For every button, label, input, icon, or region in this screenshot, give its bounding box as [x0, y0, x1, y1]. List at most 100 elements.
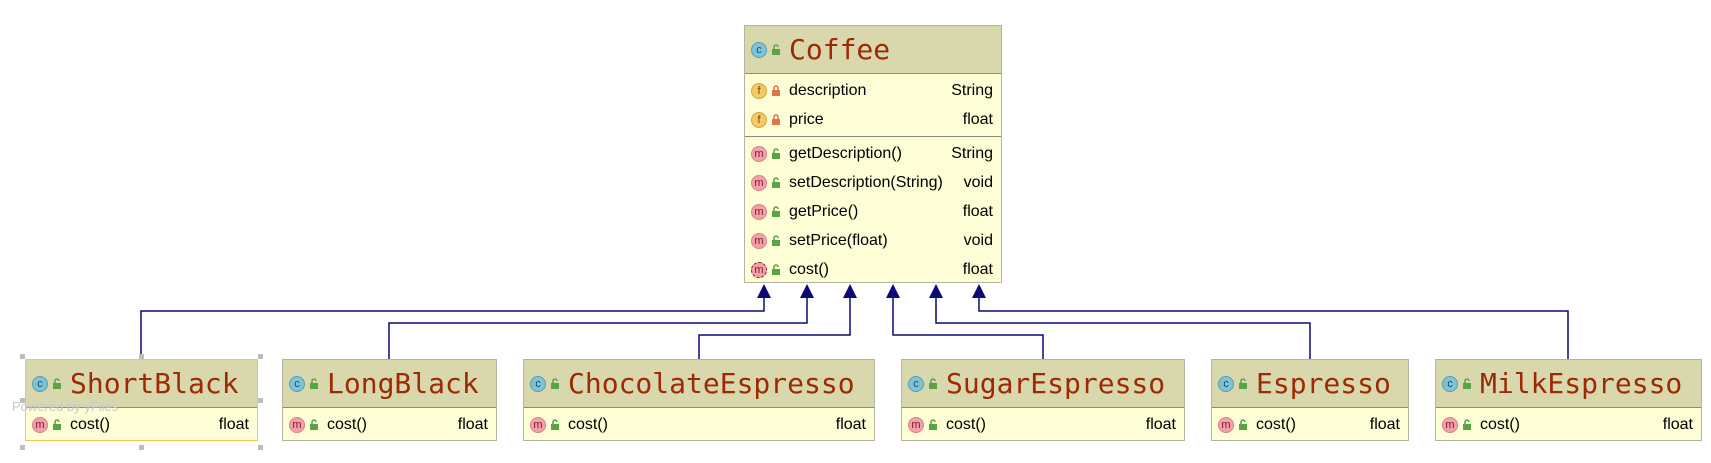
method-row[interactable]: m setPrice(float) void	[745, 226, 1001, 255]
method-type: float	[1145, 415, 1176, 433]
class-header: c Coffee	[745, 26, 1001, 74]
public-icon	[53, 378, 61, 389]
selection-handle[interactable]	[258, 354, 263, 359]
class-icon: c	[289, 375, 305, 392]
selection-handle[interactable]	[20, 445, 25, 450]
inheritance-arrowhead	[929, 284, 943, 298]
method-type: String	[951, 144, 993, 162]
methods-section: m cost() float	[1436, 408, 1701, 441]
class-icon: c	[908, 375, 924, 392]
selection-handle[interactable]	[139, 354, 144, 359]
selection-handle[interactable]	[20, 398, 25, 403]
method-type: float	[962, 260, 993, 278]
inheritance-arrowhead	[757, 284, 771, 298]
selection-handle[interactable]	[139, 445, 144, 450]
method-row[interactable]: m cost() float	[283, 410, 496, 439]
selection-handle[interactable]	[20, 354, 25, 359]
public-icon	[53, 419, 61, 430]
field-row[interactable]: f description String	[745, 76, 1001, 105]
methods-section: m cost() float	[902, 408, 1184, 441]
class-header: c SugarEspresso	[902, 360, 1184, 408]
class-coffee[interactable]: c Coffee f description String f price fl…	[744, 25, 1002, 283]
class-icon: c	[1218, 375, 1234, 392]
class-header: c LongBlack	[283, 360, 496, 408]
method-name: cost()	[70, 415, 110, 433]
public-icon	[772, 206, 780, 217]
class-header: c ChocolateEspresso	[524, 360, 874, 408]
private-lock-icon	[772, 114, 780, 125]
method-icon: m	[751, 232, 767, 249]
class-name: MilkEspresso	[1480, 367, 1683, 400]
method-name: cost()	[327, 415, 367, 433]
method-icon: m	[751, 174, 767, 191]
class-chocolateespresso[interactable]: c ChocolateEspresso m cost() float	[523, 359, 875, 441]
method-row[interactable]: m cost() float	[745, 255, 1001, 284]
inheritance-line[interactable]	[892, 296, 1044, 359]
methods-section: m getDescription() String m setDescripti…	[745, 137, 1001, 286]
public-icon	[772, 177, 780, 188]
class-header: c ShortBlack	[26, 360, 257, 408]
class-name: Espresso	[1256, 367, 1391, 400]
methods-section: m cost() float	[283, 408, 496, 441]
field-icon: f	[751, 111, 767, 128]
method-icon: m	[751, 203, 767, 220]
selection-handle[interactable]	[258, 398, 263, 403]
field-type: String	[951, 81, 993, 99]
method-row[interactable]: m cost() float	[902, 410, 1184, 439]
class-milkespresso[interactable]: c MilkEspresso m cost() float	[1435, 359, 1702, 441]
method-row[interactable]: m cost() float	[1212, 410, 1408, 439]
method-row[interactable]: m cost() float	[26, 410, 257, 439]
public-icon	[1239, 419, 1247, 430]
method-type: float	[457, 415, 488, 433]
method-name: cost()	[568, 415, 608, 433]
method-icon: m	[1218, 416, 1234, 433]
inheritance-line[interactable]	[935, 296, 1311, 359]
class-longblack[interactable]: c LongBlack m cost() float	[282, 359, 497, 441]
method-type: float	[835, 415, 866, 433]
class-name: SugarEspresso	[946, 367, 1166, 400]
inheritance-line[interactable]	[388, 296, 808, 359]
class-shortblack[interactable]: c ShortBlack m cost() float	[25, 359, 258, 441]
inheritance-line[interactable]	[140, 296, 765, 359]
field-icon: f	[751, 82, 767, 99]
class-name: Coffee	[789, 33, 891, 66]
inheritance-arrowhead	[972, 284, 986, 298]
inheritance-arrowhead	[843, 284, 857, 298]
public-icon	[929, 378, 937, 389]
method-type: float	[1369, 415, 1400, 433]
method-icon: m	[908, 416, 924, 433]
method-row[interactable]: m getDescription() String	[745, 139, 1001, 168]
method-icon: m	[530, 416, 546, 433]
method-type: void	[963, 231, 993, 249]
method-row[interactable]: m cost() float	[1436, 410, 1701, 439]
public-icon	[551, 378, 559, 389]
class-name: ChocolateEspresso	[568, 367, 855, 400]
method-icon: m	[751, 145, 767, 162]
field-type: float	[962, 110, 993, 128]
abstract-method-icon: m	[751, 261, 767, 278]
public-icon	[1463, 378, 1471, 389]
method-icon: m	[1442, 416, 1458, 433]
methods-section: m cost() float	[524, 408, 874, 441]
class-header: c Espresso	[1212, 360, 1408, 408]
method-row[interactable]: m setDescription(String) void	[745, 168, 1001, 197]
field-name: price	[789, 110, 824, 128]
selection-handle[interactable]	[258, 445, 263, 450]
methods-section: m cost() float	[1212, 408, 1408, 441]
method-row[interactable]: m getPrice() float	[745, 197, 1001, 226]
inheritance-line[interactable]	[698, 296, 851, 359]
public-icon	[772, 44, 780, 55]
class-name: ShortBlack	[70, 367, 239, 400]
class-icon: c	[530, 375, 546, 392]
class-header: c MilkEspresso	[1436, 360, 1701, 408]
inheritance-line[interactable]	[978, 296, 1569, 359]
method-icon: m	[289, 416, 305, 433]
class-espresso[interactable]: c Espresso m cost() float	[1211, 359, 1409, 441]
class-sugarespresso[interactable]: c SugarEspresso m cost() float	[901, 359, 1185, 441]
field-row[interactable]: f price float	[745, 105, 1001, 134]
class-icon: c	[751, 41, 767, 58]
methods-section: m cost() float	[26, 408, 257, 441]
method-row[interactable]: m cost() float	[524, 410, 874, 439]
method-type: void	[963, 173, 993, 191]
